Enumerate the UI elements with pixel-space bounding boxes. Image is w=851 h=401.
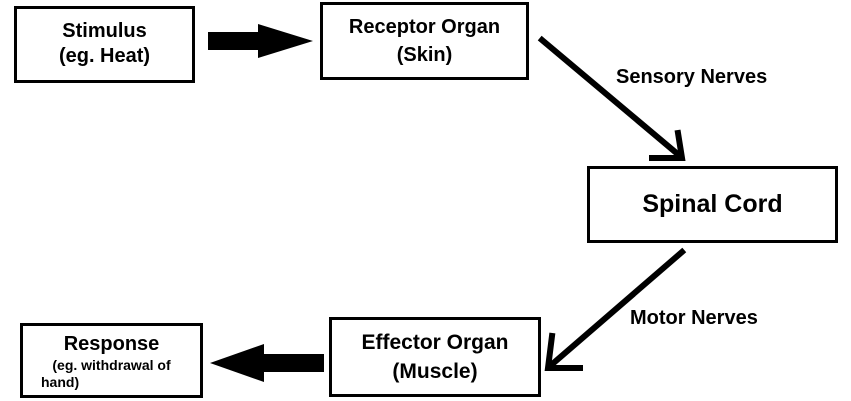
sensory-nerves-label: Sensory Nerves	[616, 66, 768, 88]
effector-organ-title: Effector Organ	[361, 331, 509, 354]
response-title: Response	[63, 333, 160, 355]
stimulus-title: Stimulus	[62, 20, 147, 42]
receptor-organ-box: Receptor Organ (Skin)	[320, 2, 529, 80]
effector-organ-example: (Muscle)	[392, 360, 478, 383]
spinal-cord-box: Spinal Cord	[587, 166, 838, 243]
sensory-nerve-arrow	[537, 35, 686, 161]
effector-organ-box: Effector Organ (Muscle)	[329, 317, 541, 397]
stimulus-to-receptor-arrow	[208, 24, 313, 58]
motor-nerve-arrow	[544, 247, 687, 371]
receptor-organ-title: Receptor Organ	[348, 16, 501, 38]
stimulus-example: (eg. Heat)	[58, 45, 151, 67]
motor-nerves-label: Motor Nerves	[630, 307, 758, 329]
response-example: (eg. withdrawal of	[52, 357, 171, 373]
stimulus-box: Stimulus (eg. Heat)	[14, 6, 195, 83]
response-example-continued: hand)	[41, 374, 80, 390]
receptor-organ-example: (Skin)	[396, 44, 453, 66]
response-box: Response (eg. withdrawal of hand)	[20, 323, 203, 398]
effector-to-response-arrow	[210, 344, 324, 382]
spinal-cord-title: Spinal Cord	[642, 190, 783, 218]
